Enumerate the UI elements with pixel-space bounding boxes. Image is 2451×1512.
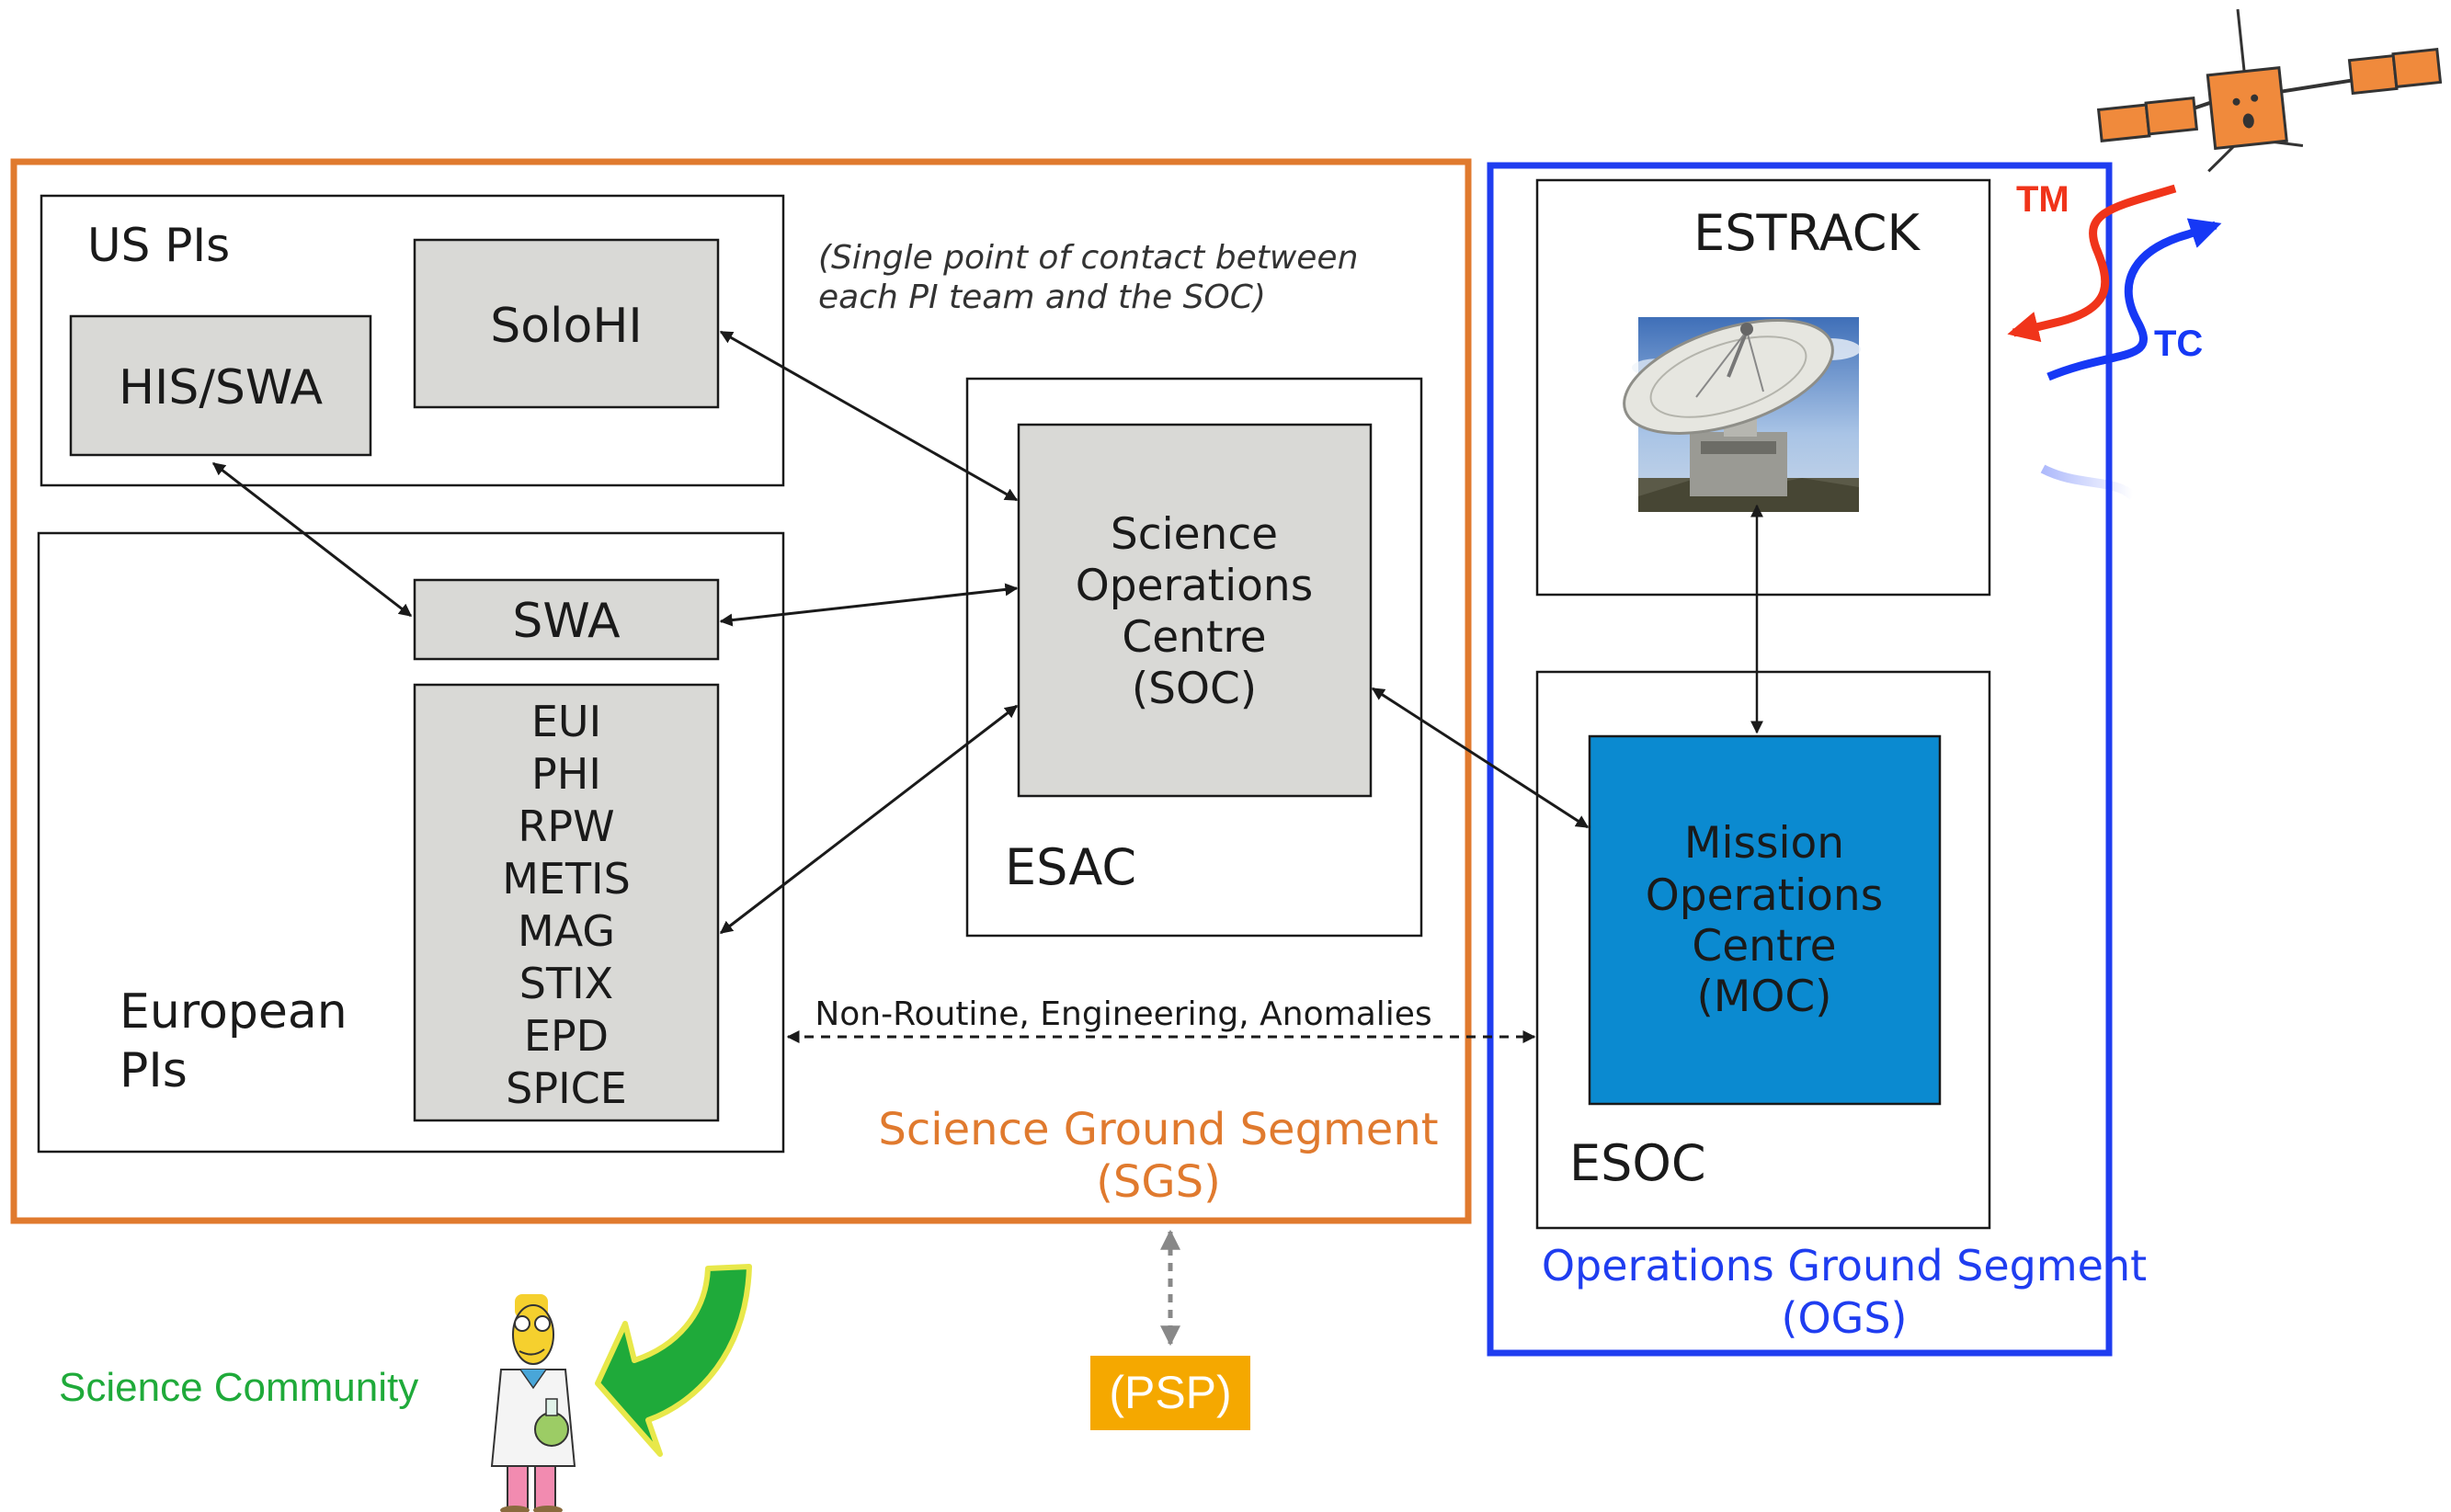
his-swa-label: HIS/SWA	[119, 360, 324, 415]
spacecraft-icon	[2096, 8, 2443, 173]
soc-line1: Science	[1111, 509, 1278, 560]
moc-label: Mission Operations Centre (MOC)	[1646, 818, 1883, 1022]
instrument-mag: MAG	[518, 906, 615, 956]
soc-line3: Centre	[1122, 612, 1266, 663]
moc-box	[1588, 734, 1942, 1106]
instrument-phi: PHI	[531, 749, 601, 799]
soc-label: Science Operations Centre (SOC)	[1076, 509, 1313, 714]
moc-line4: (MOC)	[1696, 972, 1831, 1022]
non-routine-label: Non-Routine, Engineering, Anomalies	[815, 995, 1431, 1033]
soc-line4: (SOC)	[1132, 664, 1257, 714]
psp-badge	[1090, 1356, 1250, 1430]
instrument-rpw: RPW	[518, 801, 614, 851]
tc-wave	[2046, 218, 2222, 381]
tm-wave	[2007, 184, 2177, 343]
european-pis-label-line2: PIs	[120, 1043, 188, 1098]
arrow-his-swa	[211, 461, 413, 618]
esoc-label: ESOC	[1569, 1134, 1706, 1192]
solohi-label: SoloHI	[490, 299, 643, 354]
soc-box	[1017, 423, 1373, 798]
swa-label: SWA	[512, 594, 621, 649]
instrument-eui: EUI	[531, 697, 601, 746]
connectors	[211, 330, 1763, 1043]
ogs-title-line2: (OGS)	[1782, 1293, 1908, 1343]
his-swa-box	[69, 314, 372, 457]
esac-label: ESAC	[1005, 838, 1136, 896]
arrow-solohi-soc	[719, 330, 1019, 502]
instrument-spice: SPICE	[506, 1063, 627, 1113]
sgs-title-line2: (SGS)	[1096, 1156, 1221, 1208]
us-pis-label: US PIs	[87, 219, 230, 272]
moc-line2: Operations	[1646, 870, 1883, 921]
solohi-box	[413, 238, 720, 409]
science-community-label: Science Community	[59, 1365, 418, 1410]
ogs-title-line1: Operations Ground Segment	[1542, 1241, 2147, 1290]
antenna-image	[1623, 317, 1861, 512]
faded-wave	[2040, 464, 2137, 500]
sgs-title-line1: Science Ground Segment	[878, 1104, 1438, 1155]
instruments-box	[413, 683, 720, 1122]
moc-line1: Mission	[1684, 818, 1844, 869]
european-pis-label-line1: European	[120, 984, 348, 1040]
estrack-label: ESTRACK	[1693, 204, 1921, 262]
curved-green-arrow	[595, 1264, 752, 1457]
swa-box	[413, 578, 720, 661]
tc-label: TC	[2154, 324, 2203, 364]
arrow-instruments-soc	[719, 704, 1019, 935]
note-line1: (Single point of contact between	[818, 239, 1358, 277]
psp-label: (PSP)	[1109, 1367, 1231, 1418]
instrument-metis: METIS	[502, 854, 631, 904]
arrow-swa-soc	[719, 583, 1019, 627]
tm-label: TM	[2016, 179, 2069, 220]
moc-line3: Centre	[1692, 921, 1836, 972]
instrument-stix: STIX	[519, 959, 613, 1008]
scientist-figure	[490, 1294, 576, 1512]
note-line2: each PI team and the SOC)	[818, 279, 1266, 316]
instrument-list: EUI PHI RPW METIS MAG STIX EPD SPICE	[502, 697, 631, 1113]
arrow-soc-moc	[1371, 687, 1590, 829]
instrument-epd: EPD	[524, 1011, 609, 1061]
soc-line2: Operations	[1076, 561, 1313, 611]
